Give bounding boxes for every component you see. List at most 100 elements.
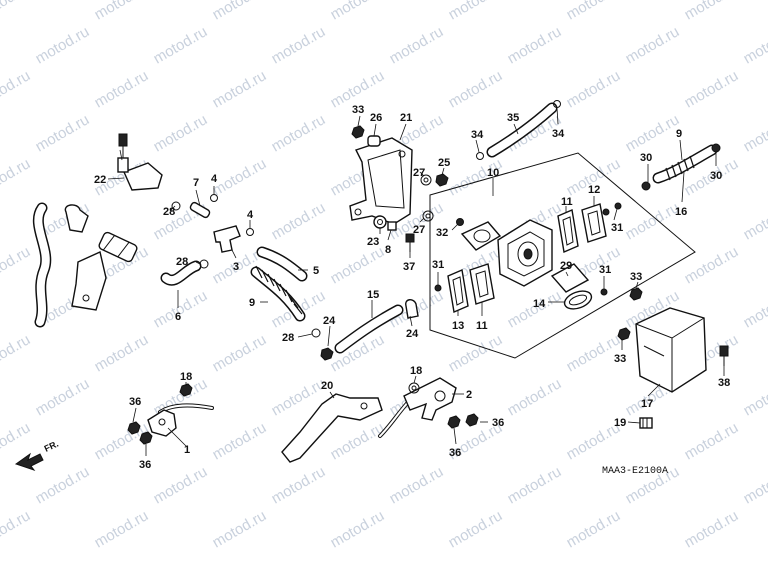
callout-13: 13 — [452, 320, 464, 332]
callout-31: 31 — [611, 222, 623, 234]
watermark-text: motod.ru — [505, 375, 565, 419]
valve-body-part — [497, 219, 553, 287]
watermark-text: motod.ru — [0, 243, 33, 287]
nut-25-part — [435, 173, 449, 187]
bolt-37-part — [405, 233, 415, 252]
watermark-text: motod.ru — [505, 23, 565, 67]
watermark-text: motod.ru — [446, 0, 506, 23]
screw-19-part — [639, 417, 653, 429]
watermark-text: motod.ru — [741, 199, 768, 243]
watermark-text: motod.ru — [210, 155, 270, 199]
watermark-text: motod.ru — [0, 331, 33, 375]
watermark-text: motod.ru — [151, 287, 211, 331]
callout-10: 10 — [487, 167, 499, 179]
watermark-text: motod.ru — [151, 111, 211, 155]
watermark-text: motod.ru — [387, 23, 447, 67]
watermark-text: motod.ru — [741, 463, 768, 507]
callout-18b: 18 — [410, 365, 422, 377]
hose-clip-part — [64, 204, 89, 233]
callout-22: 22 — [94, 174, 106, 186]
callout-2: 2 — [466, 389, 472, 401]
seal-14-part — [563, 290, 593, 310]
fuel-filter-part — [98, 231, 138, 263]
watermark-text: motod.ru — [0, 67, 33, 111]
bolt-36-part — [127, 413, 479, 445]
bracket-21-part — [349, 137, 413, 225]
callout-30b: 30 — [710, 170, 722, 182]
bracket-20-part — [281, 393, 383, 463]
nut-33b-part — [617, 287, 643, 341]
callout-6: 6 — [175, 311, 181, 323]
plate-29-part — [550, 263, 590, 293]
callout-16: 16 — [675, 206, 687, 218]
watermark-text: motod.ru — [92, 0, 152, 23]
callout-32: 32 — [436, 227, 448, 239]
watermark-text: motod.ru — [0, 507, 33, 551]
callout-33b: 33 — [630, 271, 642, 283]
reed-plate-11-part — [557, 209, 579, 253]
watermark-text: motod.ru — [682, 243, 742, 287]
callout-19: 19 — [614, 417, 626, 429]
front-direction-arrow: FR. — [14, 439, 60, 471]
callout-8: 8 — [385, 244, 391, 256]
callout-31b: 31 — [432, 259, 444, 271]
watermark-text: motod.ru — [623, 111, 683, 155]
callout-11b: 11 — [476, 320, 488, 332]
callout-4b: 4 — [247, 209, 254, 221]
leader-lines — [107, 107, 725, 456]
diagram-code: MAA3-E2100A — [602, 466, 668, 477]
watermark-text: motod.ru — [151, 463, 211, 507]
watermark-text: motod.ru — [269, 463, 329, 507]
watermark-text: motod.ru — [328, 419, 388, 463]
bolt-38-part — [719, 345, 729, 366]
grommet-23-part — [373, 215, 387, 229]
callout-28: 28 — [163, 206, 175, 218]
watermark-text: motod.ru — [741, 287, 768, 331]
callout-29: 29 — [560, 260, 572, 272]
watermark-text: motod.ru — [33, 111, 93, 155]
callout-26: 26 — [370, 112, 382, 124]
nut-33-part — [351, 125, 365, 139]
watermark-text: motod.ru — [682, 0, 742, 23]
watermark-text: motod.ru — [505, 463, 565, 507]
watermark-text: motod.ru — [446, 67, 506, 111]
watermark-text: motod.ru — [92, 507, 152, 551]
callout-34: 34 — [471, 129, 484, 141]
callout-4: 4 — [211, 173, 218, 185]
watermark-text: motod.ru — [741, 23, 768, 67]
watermark-text: motod.ru — [387, 463, 447, 507]
watermark-text: motod.ru — [210, 507, 270, 551]
fuel-cock-part — [117, 133, 163, 191]
clip-34-part — [476, 100, 561, 160]
watermark-text: motod.ru — [741, 111, 768, 155]
clip-4-part — [210, 194, 254, 236]
callout-35: 35 — [507, 112, 519, 124]
callout-7: 7 — [193, 177, 199, 189]
callout-24b: 24 — [406, 328, 419, 340]
callout-36c: 36 — [492, 417, 504, 429]
watermark-text: motod.ru — [269, 199, 329, 243]
watermark-text: motod.ru — [210, 0, 270, 23]
callout-25: 25 — [438, 157, 450, 169]
watermark-text: motod.ru — [210, 67, 270, 111]
bracket-plate-part — [71, 251, 107, 311]
callout-1: 1 — [184, 444, 190, 456]
callout-15: 15 — [367, 289, 379, 301]
pipe-7-part — [189, 201, 211, 219]
callout-layer: 22 28 7 4 4 3 28 6 5 9 28 24 15 24 33 26… — [94, 104, 730, 471]
watermark-text: motod.ru — [328, 0, 388, 23]
t-joint-3-part — [213, 225, 241, 253]
callout-24: 24 — [323, 315, 336, 327]
watermark-text: motod.ru — [0, 0, 33, 23]
callout-27: 27 — [413, 167, 425, 179]
watermark-text: motod.ru — [623, 199, 683, 243]
watermark-text: motod.ru — [269, 111, 329, 155]
watermark-text: motod.ru — [33, 23, 93, 67]
watermark-text: motod.ru — [328, 243, 388, 287]
callout-34b: 34 — [552, 128, 565, 140]
watermark-text: motod.ru — [210, 331, 270, 375]
gasket-ring-part — [460, 221, 502, 251]
collar-26-part — [367, 135, 381, 147]
screw-32-part — [456, 218, 464, 226]
callout-36d: 36 — [449, 447, 461, 459]
